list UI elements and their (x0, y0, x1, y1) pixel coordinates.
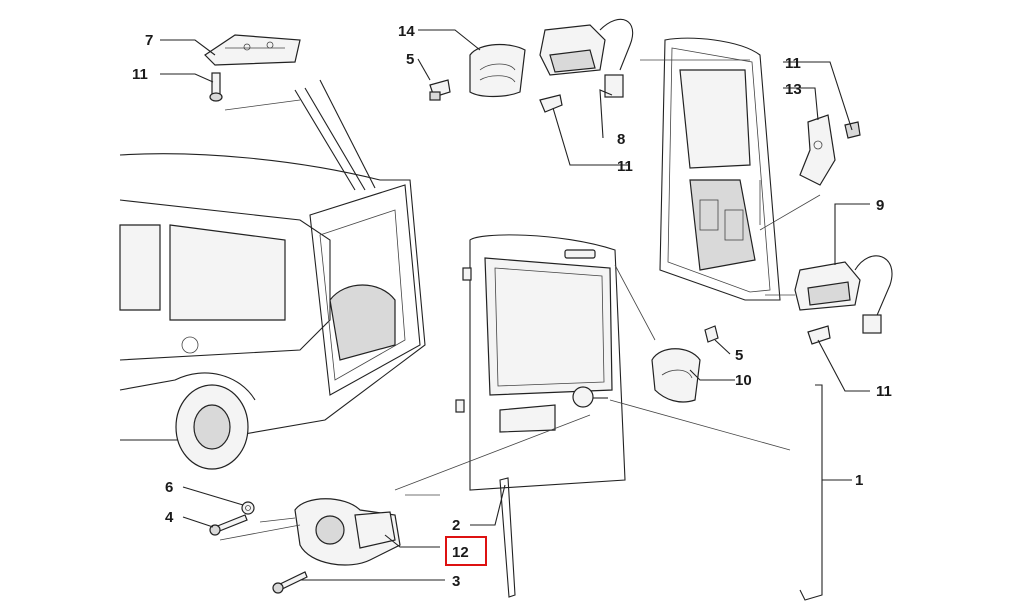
part-2-rod (499, 477, 516, 598)
fuel-cap (181, 336, 199, 354)
callout-7: 7 (145, 32, 153, 49)
callout-2: 2 (452, 517, 460, 534)
door-handle-recess (499, 404, 556, 433)
part-6-nut (241, 501, 255, 515)
callout-11-top-left: 11 (132, 66, 148, 83)
door-brake-light (564, 249, 596, 259)
inner-door-window (679, 69, 751, 169)
part-3-screw (272, 571, 308, 594)
part-7-hinge-bracket (204, 34, 301, 66)
callout-11-lower-right: 11 (876, 383, 892, 400)
part-12-handle-mechanism (294, 498, 401, 566)
callout-3: 3 (452, 573, 460, 590)
callout-4: 4 (165, 509, 174, 526)
door-lock-barrel (572, 386, 594, 408)
door-glass (484, 257, 613, 396)
inner-door-panel (689, 179, 756, 271)
van-side-window (169, 224, 286, 321)
spare-wheel (329, 284, 396, 361)
callout-12: 12 (452, 544, 469, 561)
callout-1: 1 (855, 472, 863, 489)
van-body (119, 79, 426, 470)
callout-8: 8 (617, 131, 625, 148)
callout-11-top-right: 11 (785, 55, 801, 72)
upper-lock-mechanism (539, 18, 634, 113)
part-13-bracket (799, 114, 861, 186)
rear-door-inner (659, 37, 781, 301)
callout-13: 13 (785, 81, 802, 98)
callout-11-center: 11 (617, 158, 633, 175)
part-14-striker-cover (469, 44, 526, 98)
rear-door-outer (455, 234, 626, 491)
part-10-lower-striker (651, 325, 719, 403)
part-11-screw-topleft (209, 72, 223, 102)
van-front-window (119, 224, 161, 311)
callout-labels: 7 11 14 5 8 11 11 13 9 5 10 11 1 2 12 3 … (132, 23, 892, 590)
leader-lines (160, 29, 870, 581)
callout-6: 6 (165, 479, 173, 496)
part-4-screw (209, 514, 248, 536)
callout-12-highlight-box (445, 536, 487, 566)
callout-10: 10 (735, 372, 752, 389)
callout-5-top: 5 (406, 51, 414, 68)
part-5-bolt-top (429, 79, 451, 101)
part-9-lower-lock (794, 255, 893, 345)
callout-9: 9 (876, 197, 884, 214)
callout-5-lower: 5 (735, 347, 743, 364)
part-1-rod (799, 384, 823, 601)
callout-14: 14 (398, 23, 415, 40)
